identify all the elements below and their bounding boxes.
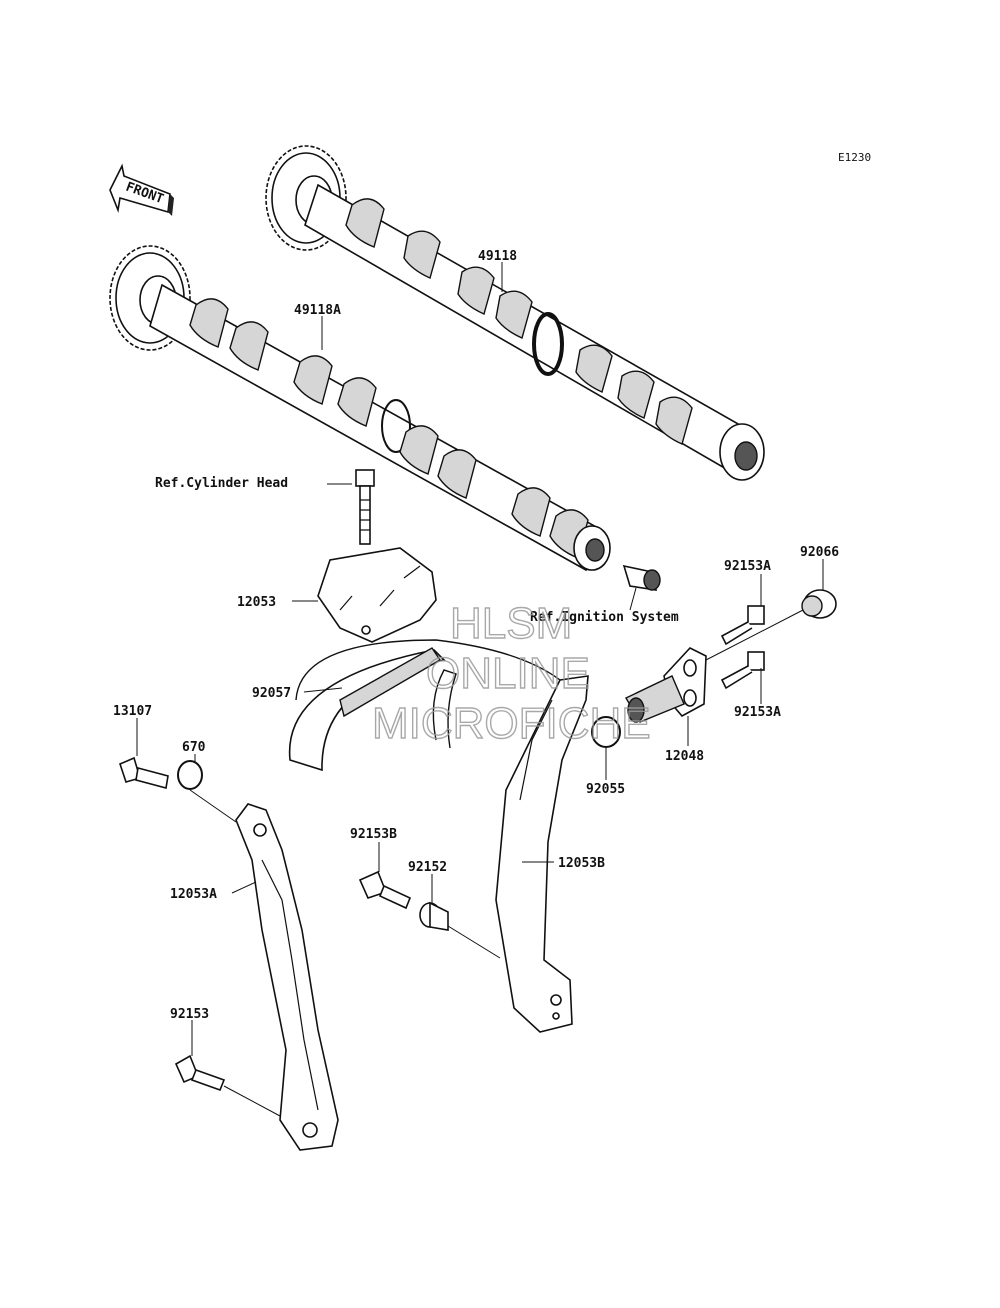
chain-tensioner[interactable]: [625, 647, 707, 723]
camshaft-exhaust[interactable]: [265, 145, 765, 481]
label-12048: 12048: [665, 749, 704, 764]
guide-bolt-92153B[interactable]: [358, 870, 412, 910]
chain-guide-upper[interactable]: [317, 547, 437, 643]
watermark-line1: HLSM: [450, 599, 572, 648]
watermark: HLSM ONLINE MICROFICHE: [371, 598, 651, 748]
label-ref-cylinder-head: Ref.Cylinder Head: [155, 476, 288, 491]
label-12053B: 12053B: [558, 856, 605, 871]
label-92153: 92153: [170, 1007, 209, 1022]
label-92153A-bottom: 92153A: [734, 705, 781, 720]
guide-bolt[interactable]: [355, 469, 375, 545]
cam-chain[interactable]: [288, 639, 561, 772]
tensioner-bolt-upper[interactable]: [720, 605, 765, 646]
label-49118: 49118: [478, 249, 517, 264]
watermark-line2: ONLINE: [426, 649, 590, 698]
oring-670[interactable]: [177, 760, 203, 790]
label-670: 670: [182, 740, 206, 755]
cam-end-plug: [622, 564, 661, 591]
guide-bolt-92153[interactable]: [174, 1054, 226, 1092]
chain-guide-right[interactable]: [495, 675, 589, 1033]
pivot-bolt-13107[interactable]: [119, 756, 169, 789]
diagram-code: E1230: [838, 151, 871, 164]
label-13107: 13107: [113, 704, 152, 719]
tensioner-bolt-lower[interactable]: [720, 651, 765, 690]
label-12053: 12053: [237, 595, 276, 610]
collar-92152[interactable]: [419, 901, 449, 931]
label-92153A-top: 92153A: [724, 559, 771, 574]
label-92153B: 92153B: [350, 827, 397, 842]
label-92055: 92055: [586, 782, 625, 797]
label-12053A: 12053A: [170, 887, 217, 902]
label-49118A: 49118A: [294, 303, 341, 318]
label-92057: 92057: [252, 686, 291, 701]
label-92152: 92152: [408, 860, 447, 875]
label-ref-ignition-system: Ref.Ignition System: [530, 610, 679, 625]
watermark-line3: MICROFICHE: [372, 699, 651, 748]
camshaft-intake[interactable]: [109, 245, 611, 572]
front-arrow-icon: FRONT: [109, 163, 174, 216]
leader-lines: [136, 262, 824, 1117]
label-92066: 92066: [800, 545, 839, 560]
chain-guide-left[interactable]: [235, 803, 339, 1151]
oring-92055[interactable]: [591, 716, 621, 748]
tensioner-cap-bolt[interactable]: [801, 589, 837, 619]
